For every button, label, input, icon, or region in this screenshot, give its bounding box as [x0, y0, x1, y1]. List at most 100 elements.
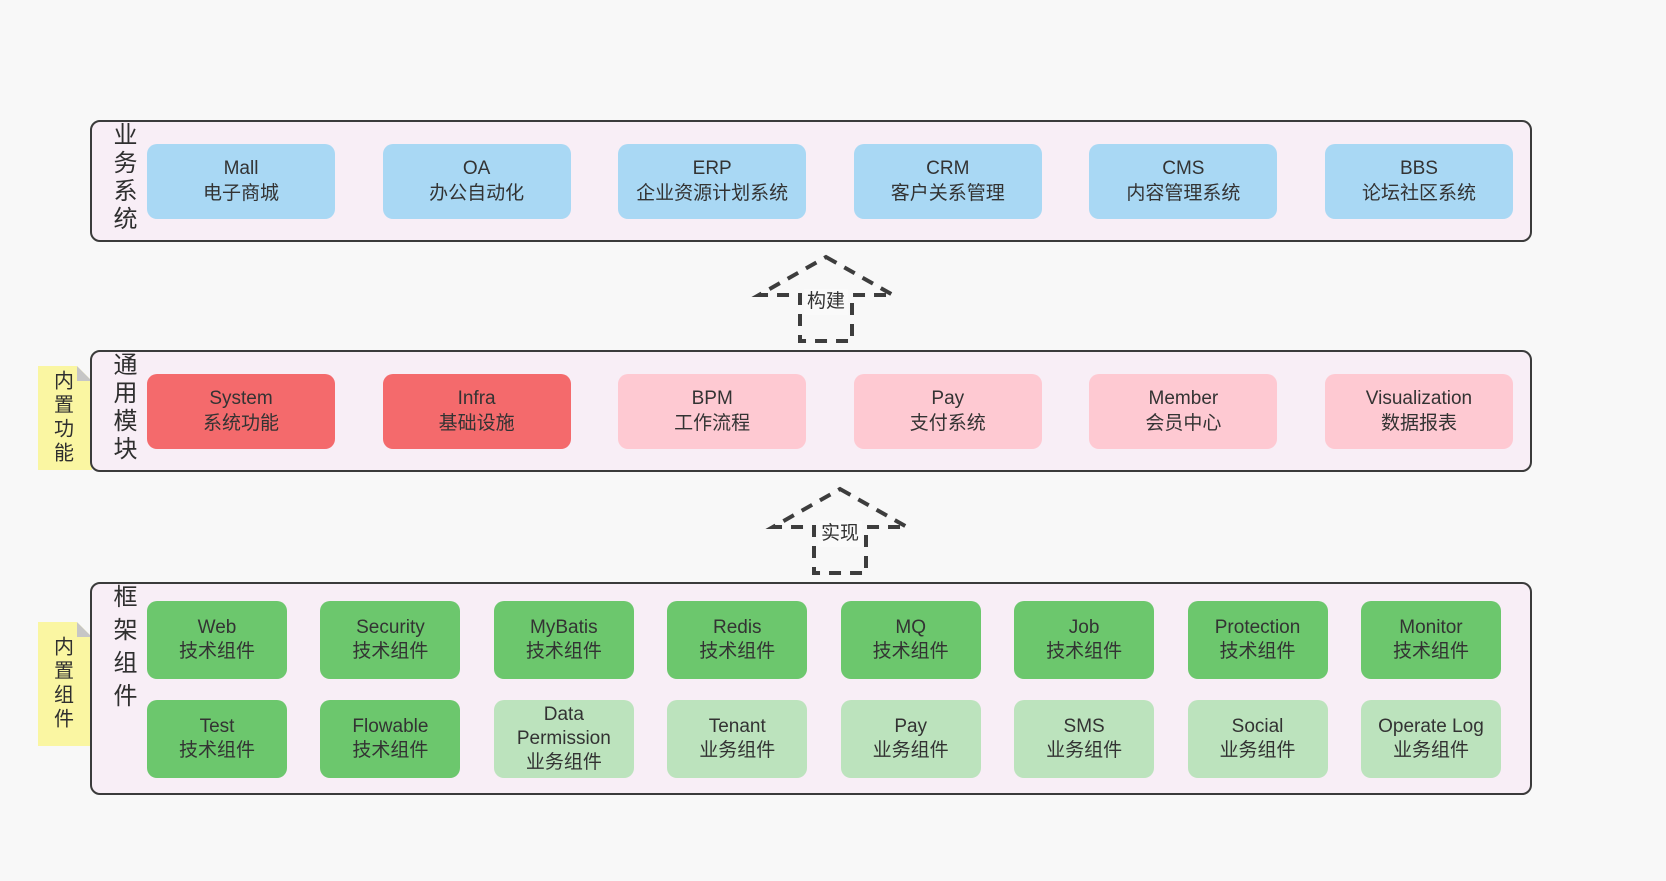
box-bpm: BPM 工作流程 — [618, 373, 807, 449]
box-subtitle: 技术组件 — [525, 641, 602, 662]
box-sms: SMS 业务组件 — [1014, 700, 1155, 778]
box-title: MyBatis — [530, 617, 598, 638]
box-cms: CMS 内容管理系统 — [1089, 143, 1278, 219]
box-bbs: BBS 论坛社区系统 — [1324, 143, 1513, 219]
box-subtitle: 业务组件 — [1046, 740, 1123, 761]
sticky-note-built-in-components: 内置组件 — [38, 622, 92, 746]
box-subtitle: 系统功能 — [202, 413, 279, 434]
box-subtitle: 会员中心 — [1145, 413, 1222, 434]
note-text: 内置功能 — [50, 370, 73, 466]
box-subtitle: 工作流程 — [674, 413, 751, 434]
box-subtitle: 客户关系管理 — [890, 183, 1005, 204]
box-system: System 系统功能 — [147, 373, 335, 449]
up-arrow-icon — [765, 486, 915, 575]
box-title: MQ — [895, 617, 926, 638]
sticky-note-built-in-features: 内置功能 — [38, 366, 92, 470]
dashed-up-arrow-build: 构建 — [744, 254, 908, 344]
box-mall: Mall 电子商城 — [147, 143, 335, 219]
dashed-up-arrow-implement: 实现 — [758, 486, 922, 576]
box-subtitle: 业务组件 — [525, 752, 602, 773]
note-text: 内置组件 — [50, 636, 73, 732]
components-row-2: Test 技术组件 Flowable 技术组件 Data Permission … — [147, 700, 1501, 778]
box-subtitle: 支付系统 — [909, 413, 986, 434]
box-visualization: Visualization 数据报表 — [1324, 373, 1513, 449]
box-redis: Redis 技术组件 — [667, 601, 808, 679]
layer-business-systems: 业务系统 Mall 电子商城 OA 办公自动化 ERP 企业资源计划系统 CRM… — [90, 120, 1532, 242]
box-title: Test — [199, 716, 235, 737]
box-title: Infra — [457, 388, 496, 409]
box-title: Flowable — [352, 716, 429, 737]
box-title: Operate Log — [1378, 716, 1484, 737]
box-subtitle: 电子商城 — [202, 183, 279, 204]
box-member: Member 会员中心 — [1089, 373, 1278, 449]
arrow-label-build: 构建 — [803, 289, 849, 315]
box-subtitle: 数据报表 — [1380, 413, 1457, 434]
box-title: SMS — [1063, 716, 1105, 737]
arrow-label-implement: 实现 — [817, 521, 863, 547]
box-subtitle: 技术组件 — [178, 641, 255, 662]
box-mq: MQ 技术组件 — [840, 601, 981, 679]
layer-framework-components: 框架组件 Web 技术组件 Security 技术组件 MyBatis 技术组件… — [90, 582, 1532, 795]
box-subtitle: 办公自动化 — [429, 183, 525, 204]
box-job: Job 技术组件 — [1014, 601, 1155, 679]
box-title: System — [209, 388, 273, 409]
box-subtitle: 技术组件 — [352, 740, 429, 761]
modules-boxes-row: System 系统功能 Infra 基础设施 BPM 工作流程 Pay 支付系统… — [147, 352, 1513, 470]
box-security: Security 技术组件 — [320, 601, 461, 679]
business-boxes-row: Mall 电子商城 OA 办公自动化 ERP 企业资源计划系统 CRM 客户关系… — [147, 122, 1513, 240]
box-subtitle: 内容管理系统 — [1126, 183, 1241, 204]
box-subtitle: 业务组件 — [699, 740, 776, 761]
layer-label-common-modules: 通用模块 — [109, 352, 136, 464]
box-social: Social 业务组件 — [1187, 700, 1328, 778]
box-title: Tenant — [708, 716, 766, 737]
box-subtitle: 技术组件 — [1046, 641, 1123, 662]
box-subtitle: 论坛社区系统 — [1361, 183, 1476, 204]
box-flowable: Flowable 技术组件 — [320, 700, 461, 778]
box-subtitle: 技术组件 — [178, 740, 255, 761]
box-crm: CRM 客户关系管理 — [853, 143, 1042, 219]
box-subtitle: 技术组件 — [1219, 641, 1296, 662]
box-erp: ERP 企业资源计划系统 — [618, 143, 807, 219]
box-subtitle: 技术组件 — [699, 641, 776, 662]
components-row-1: Web 技术组件 Security 技术组件 MyBatis 技术组件 Redi… — [147, 601, 1501, 679]
box-monitor: Monitor 技术组件 — [1360, 601, 1501, 679]
box-title: Protection — [1214, 617, 1301, 638]
box-title: Pay — [894, 716, 928, 737]
box-oa: OA 办公自动化 — [382, 143, 571, 219]
box-subtitle: 技术组件 — [352, 641, 429, 662]
box-title: CRM — [926, 158, 970, 179]
box-title: Web — [197, 617, 237, 638]
box-protection: Protection 技术组件 — [1187, 601, 1328, 679]
box-title: Data Permission — [516, 704, 611, 749]
box-subtitle: 技术组件 — [1392, 641, 1469, 662]
layer-label-framework-components: 框架组件 — [109, 584, 136, 716]
box-subtitle: 技术组件 — [872, 641, 949, 662]
box-title: BPM — [691, 388, 733, 409]
box-title: Social — [1231, 716, 1284, 737]
box-infra: Infra 基础设施 — [382, 373, 571, 449]
box-subtitle: 业务组件 — [1219, 740, 1296, 761]
box-title: Security — [356, 617, 425, 638]
box-title: Monitor — [1399, 617, 1463, 638]
box-title: Mall — [223, 158, 259, 179]
box-web: Web 技术组件 — [147, 601, 287, 679]
layer-label-business-systems: 业务系统 — [109, 122, 136, 234]
box-pay-module: Pay 支付系统 — [853, 373, 1042, 449]
box-title: Member — [1148, 388, 1219, 409]
box-title: ERP — [692, 158, 732, 179]
box-title: CMS — [1162, 158, 1205, 179]
box-data-permission: Data Permission 业务组件 — [493, 700, 634, 778]
up-arrow-icon — [751, 254, 901, 343]
box-subtitle: 业务组件 — [872, 740, 949, 761]
box-title: BBS — [1399, 158, 1438, 179]
box-tenant: Tenant 业务组件 — [667, 700, 808, 778]
box-title: Visualization — [1365, 388, 1473, 409]
layer-common-modules: 通用模块 System 系统功能 Infra 基础设施 BPM 工作流程 Pay… — [90, 350, 1532, 472]
box-test: Test 技术组件 — [147, 700, 287, 778]
box-title: Pay — [931, 388, 965, 409]
box-title: OA — [462, 158, 491, 179]
box-subtitle: 基础设施 — [438, 413, 515, 434]
box-operate-log: Operate Log 业务组件 — [1360, 700, 1501, 778]
box-subtitle: 企业资源计划系统 — [636, 183, 789, 204]
